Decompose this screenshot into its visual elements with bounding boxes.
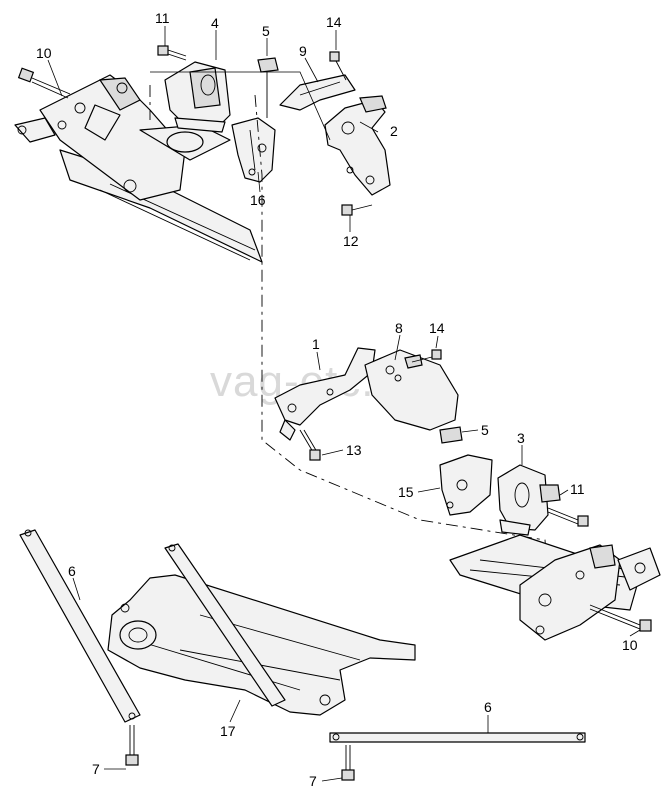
bolt-drawing <box>17 67 71 99</box>
subframe-front-drawing <box>449 534 661 641</box>
strut-drawing <box>19 529 141 766</box>
callout-5-top: 5 <box>262 23 270 39</box>
subframe-rear-drawing <box>14 74 263 263</box>
callout-3: 3 <box>517 430 525 446</box>
bolt-drawing <box>589 604 652 632</box>
callout-11-top: 11 <box>155 10 170 26</box>
callout-2: 2 <box>390 123 398 139</box>
reinforcement-plate-drawing <box>107 543 416 716</box>
callout-14-mid: 14 <box>429 320 445 336</box>
callout-17: 17 <box>220 723 236 739</box>
callout-13: 13 <box>346 442 362 458</box>
heat-shield-drawing <box>364 349 459 431</box>
gearbox-bracket-drawing <box>439 454 493 516</box>
callout-7-bottom: 7 <box>309 773 317 789</box>
callout-11-mid: 11 <box>570 481 585 497</box>
callout-1: 1 <box>312 336 320 352</box>
strut-drawing <box>329 732 586 781</box>
callout-6-bottom: 6 <box>484 699 492 715</box>
heat-shield-drawing <box>279 74 356 111</box>
gearbox-bracket-drawing <box>231 57 279 183</box>
callout-4: 4 <box>211 15 219 31</box>
callout-10-bottom: 10 <box>622 637 638 653</box>
gearbox-bracket-drawing <box>274 347 376 461</box>
callout-12: 12 <box>343 233 359 249</box>
callout-8: 8 <box>395 320 403 336</box>
callout-15: 15 <box>398 484 414 500</box>
callout-10-top: 10 <box>36 45 52 61</box>
gearbox-bracket-drawing <box>324 51 391 216</box>
callout-6-left: 6 <box>68 563 76 579</box>
callout-5-mid: 5 <box>481 422 489 438</box>
callout-7-left: 7 <box>92 761 100 777</box>
callout-16: 16 <box>250 192 266 208</box>
callout-14-top: 14 <box>326 14 342 30</box>
engine-mount-drawing <box>157 45 231 133</box>
callout-9: 9 <box>299 43 307 59</box>
pad-drawing <box>439 426 463 444</box>
engine-mount-drawing <box>497 464 589 536</box>
